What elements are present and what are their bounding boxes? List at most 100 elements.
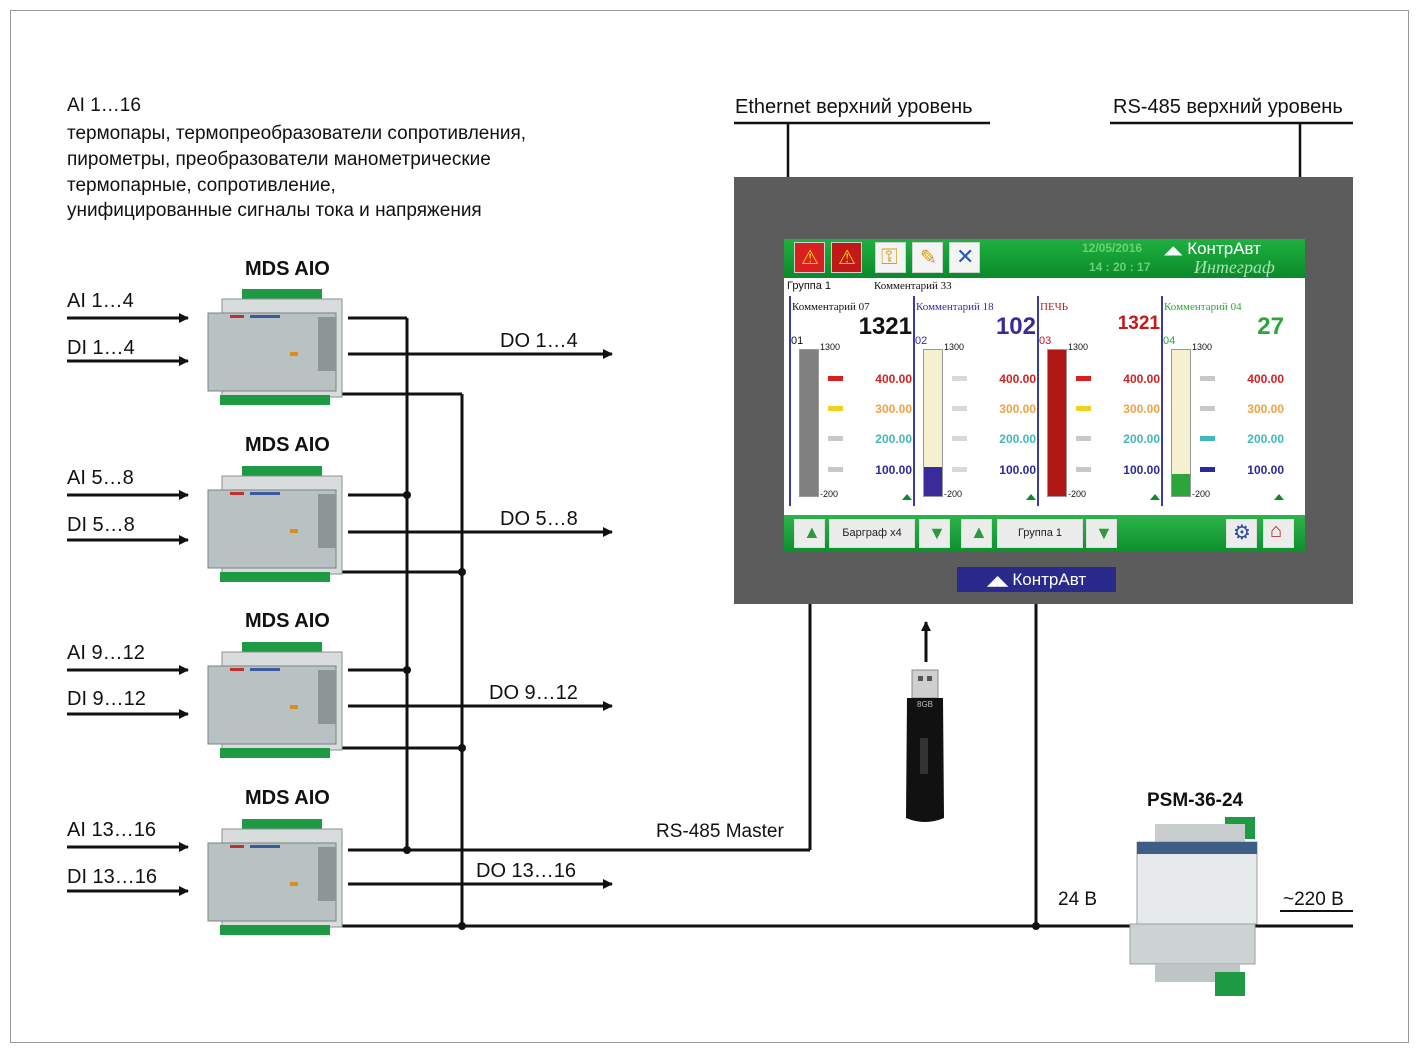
level-marker [1076, 436, 1091, 441]
key-button[interactable]: ⚿ [875, 242, 906, 273]
channel-menu-icon[interactable] [1026, 494, 1036, 500]
level-marker [1200, 467, 1215, 472]
level-marker [828, 436, 843, 441]
home-button[interactable]: ⌂ [1263, 519, 1294, 548]
scroll-up-button[interactable]: ▲ [794, 519, 825, 548]
rs485-master-label: RS-485 Master [656, 821, 784, 842]
level-value: 300.00 [1247, 402, 1284, 416]
ai-description-line: пирометры, преобразователи манометрическ… [67, 149, 491, 170]
rs485-top-label: RS-485 верхний уровень [1113, 96, 1343, 118]
channel-bargraph [923, 349, 943, 497]
level-marker [952, 376, 967, 381]
usb-capacity-label: 8GB [917, 700, 934, 709]
group-select-button[interactable]: Группа 1 [997, 519, 1083, 548]
level-marker [1200, 376, 1215, 381]
panel-screen: ⚠ ⚠ ⚿ ✎ ✕ 12/05/2016 14 : 20 : 17 ◢◣ Кон… [784, 239, 1305, 552]
level-value: 100.00 [875, 463, 912, 477]
channel-bargraph [1171, 349, 1191, 497]
do-label: DO 9…12 [489, 682, 578, 704]
di-label: DI 1…4 [67, 337, 135, 359]
channel-value: 1321 [1117, 313, 1160, 334]
settings-tools-button[interactable]: ✕ [949, 242, 980, 273]
level-marker [828, 467, 843, 472]
bargraph-fill [1048, 350, 1066, 496]
arrow-down-icon: ▼ [928, 523, 946, 543]
panel-brand-logo: ◢◣КонтрАвт [957, 567, 1116, 592]
key-icon: ⚿ [881, 244, 898, 269]
channel-number: 01 [791, 335, 804, 347]
level-value: 400.00 [1123, 372, 1160, 386]
home-icon: ⌂ [1270, 520, 1283, 542]
ai-range-label: AI 1…16 [67, 95, 141, 116]
bargraph-mode-button[interactable]: Барграф х4 [829, 519, 915, 548]
channel-value: 27 [1257, 313, 1284, 340]
level-value: 400.00 [999, 372, 1036, 386]
scale-max-label: 1300 [820, 342, 841, 352]
channel-comment: Комментарий 04 [1164, 301, 1242, 313]
level-value: 300.00 [1123, 402, 1160, 416]
channel-comment: Комментарий 07 [792, 301, 870, 313]
psm-220v-label: ~220 В [1283, 889, 1344, 910]
group-up-button[interactable]: ▲ [961, 519, 992, 548]
mds-aio-module [207, 819, 343, 935]
pencil-icon: ✎ [920, 247, 937, 269]
level-marker [952, 406, 967, 411]
scroll-down-button[interactable]: ▼ [919, 519, 950, 548]
channel-comment: Комментарий 18 [916, 301, 994, 313]
ethernet-label: Ethernet верхний уровень [735, 96, 973, 118]
channel-bargraph [1047, 349, 1067, 497]
level-value: 100.00 [1247, 463, 1284, 477]
channel-menu-icon[interactable] [1274, 494, 1284, 500]
scale-min-label: -200 [820, 489, 839, 499]
group-down-button[interactable]: ▼ [1086, 519, 1117, 548]
channel-separator [1161, 296, 1163, 506]
usb-alarm-button[interactable]: ⚠ [831, 242, 862, 273]
channel-number: 02 [915, 335, 928, 347]
scale-max-label: 1300 [944, 342, 965, 352]
module-title: MDS AIO [245, 610, 330, 632]
usb-warning-icon: ⚠ [838, 247, 856, 269]
ai-label: AI 9…12 [67, 642, 145, 664]
level-marker [828, 376, 843, 381]
bargraph-fill [924, 466, 942, 496]
psm-power-supply [1129, 817, 1258, 996]
usb-flash-drive [906, 669, 944, 822]
mds-aio-module [207, 642, 343, 758]
channel-bargraph [799, 349, 819, 497]
scale-max-label: 1300 [1192, 342, 1213, 352]
do-label: DO 13…16 [476, 860, 577, 882]
screen-top-bar: ⚠ ⚠ ⚿ ✎ ✕ 12/05/2016 14 : 20 : 17 ◢◣ Кон… [784, 239, 1305, 278]
channel-menu-icon[interactable] [902, 494, 912, 500]
gear-icon: ⚙ [1233, 522, 1251, 544]
ai-label: AI 1…4 [67, 290, 134, 312]
bargraph-fill [1172, 474, 1190, 496]
panel-brand-text: КонтрАвт [1012, 570, 1087, 589]
level-value: 400.00 [1247, 372, 1284, 386]
ai-description-line: термопары, термопреобразователи сопротив… [67, 123, 527, 144]
level-value: 200.00 [999, 432, 1036, 446]
channel-comment: ПЕЧЬ [1040, 301, 1069, 313]
group-comment: Комментарий 33 [874, 280, 952, 292]
module-title: MDS AIO [245, 258, 330, 280]
do-label: DO 5…8 [500, 508, 578, 530]
level-value: 300.00 [999, 402, 1036, 416]
scale-min-label: -200 [1192, 489, 1211, 499]
channel-menu-icon[interactable] [1150, 494, 1160, 500]
settings-button[interactable]: ⚙ [1226, 519, 1257, 548]
ai-label: AI 13…16 [67, 819, 156, 841]
level-value: 300.00 [875, 402, 912, 416]
arrow-up-icon: ▲ [803, 522, 821, 542]
level-marker [1076, 376, 1091, 381]
edit-button[interactable]: ✎ [912, 242, 943, 273]
channel-value: 1321 [858, 313, 912, 340]
level-marker [1200, 406, 1215, 411]
channel-separator [1037, 296, 1039, 506]
alarm-button[interactable]: ⚠ [794, 242, 825, 273]
level-marker [1076, 467, 1091, 472]
arrow-down-icon: ▼ [1095, 523, 1113, 543]
level-marker [952, 436, 967, 441]
tools-icon: ✕ [956, 244, 975, 269]
do-label: DO 1…4 [500, 330, 578, 352]
diagram-frame [10, 10, 1409, 1043]
